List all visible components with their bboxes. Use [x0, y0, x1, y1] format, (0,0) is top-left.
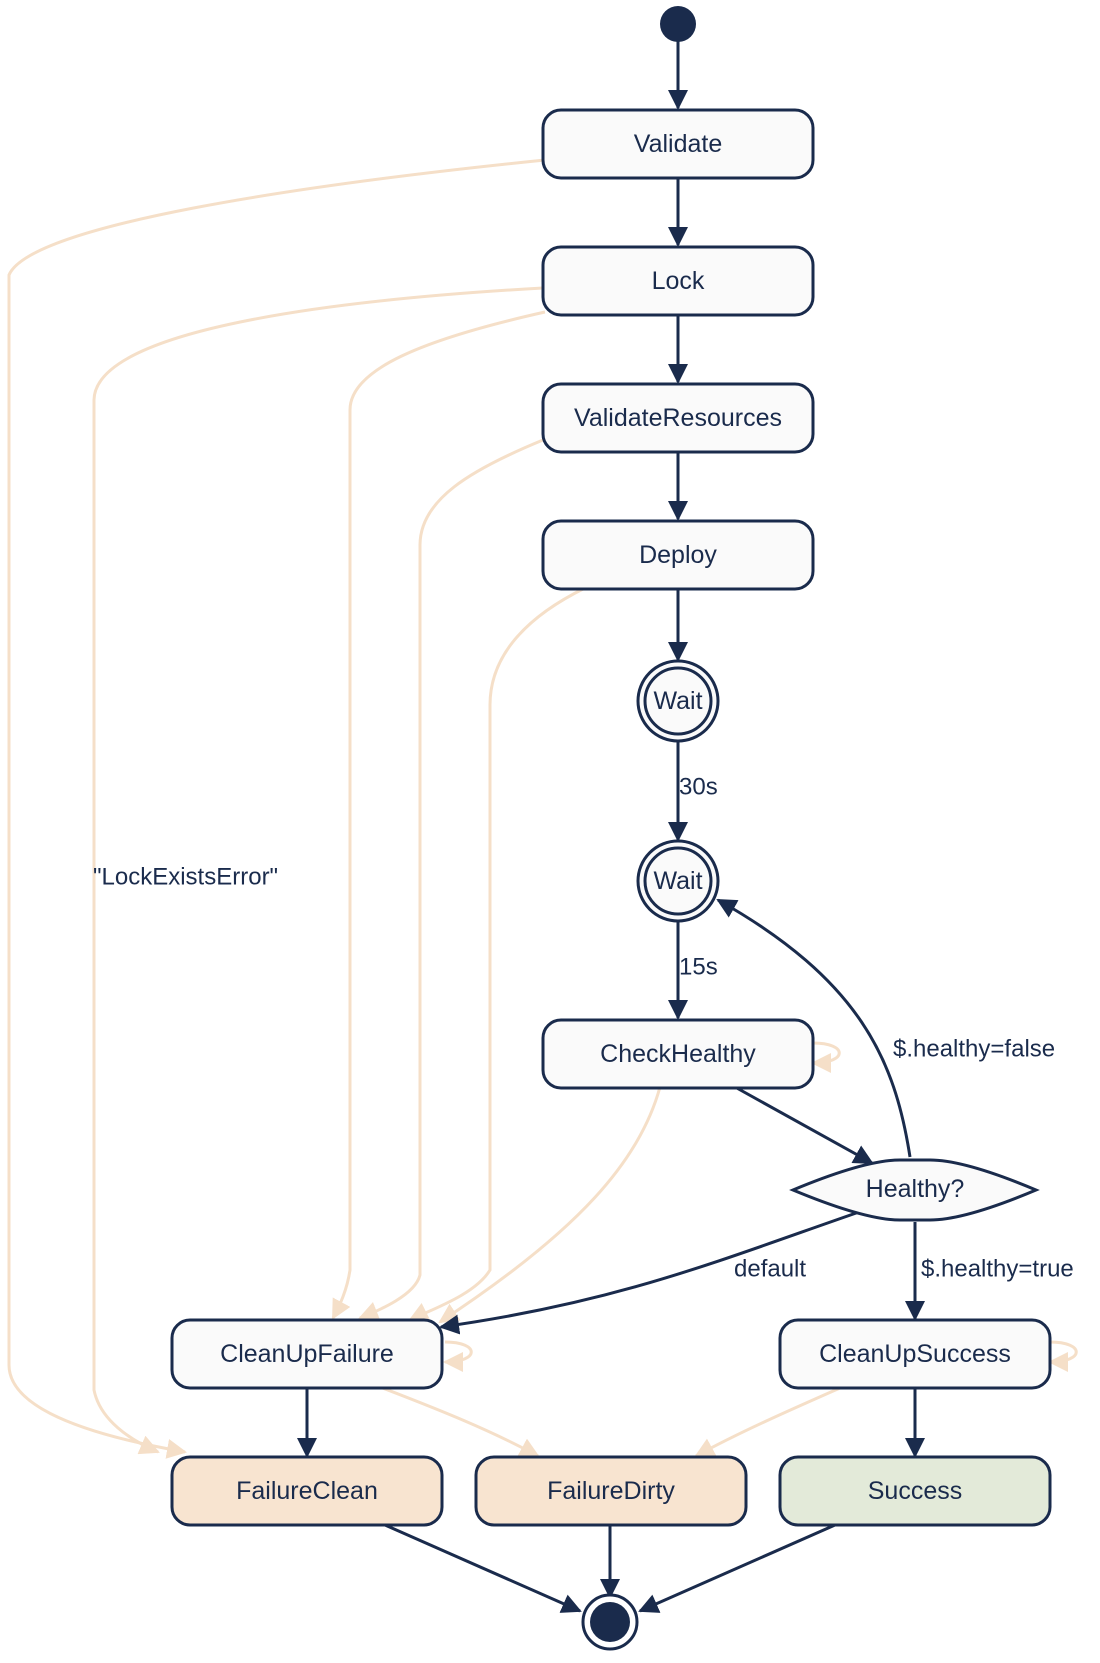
state-failure-clean-label: FailureClean — [236, 1477, 378, 1505]
edge-labels: 30s 15s $.healthy=false $.healthy=true d… — [93, 774, 1074, 1283]
edge-clean-up-failure-self-loop — [443, 1340, 473, 1372]
edge-label-30s: 30s — [679, 774, 718, 801]
choice-healthy: Healthy? — [789, 1158, 1040, 1222]
state-success: Success — [778, 1455, 1052, 1527]
edge-label-lock-exists-error: "LockExistsError" — [93, 864, 278, 891]
edge-check-healthy-to-clean-up-failure — [438, 1086, 662, 1324]
state-validate-label: Validate — [634, 130, 723, 158]
state-clean-up-failure: CleanUpFailure — [170, 1318, 444, 1390]
state-lock-label: Lock — [652, 267, 705, 295]
state-wait-2-label: Wait — [653, 867, 702, 895]
state-lock: Lock — [541, 245, 815, 317]
edge-lock-to-clean-up-failure — [331, 310, 546, 1320]
edge-label-15s: 15s — [679, 954, 718, 981]
state-success-label: Success — [868, 1477, 962, 1505]
edge-validate-to-failure-clean — [7, 158, 546, 1459]
state-failure-clean: FailureClean — [170, 1455, 444, 1527]
state-clean-up-success-label: CleanUpSuccess — [819, 1340, 1011, 1368]
edge-failure-clean-to-end — [384, 1523, 582, 1613]
state-check-healthy: CheckHealthy — [541, 1018, 815, 1090]
edge-healthy-to-wait-2 — [716, 898, 912, 1158]
edge-clean-up-failure-to-failure-dirty — [379, 1385, 540, 1458]
edge-healthy-default-to-clean-up-failure — [439, 1209, 863, 1335]
state-deploy-label: Deploy — [639, 541, 717, 569]
state-validate-resources: ValidateResources — [541, 382, 815, 454]
start-node — [660, 6, 696, 42]
state-wait-1: Wait — [636, 659, 720, 743]
edge-lock-to-failure-clean — [92, 286, 544, 1455]
nodes: Validate Lock ValidateResources Deploy W… — [170, 6, 1052, 1651]
state-failure-dirty-label: FailureDirty — [547, 1477, 675, 1505]
state-validate: Validate — [541, 108, 815, 180]
edge-success-to-end — [638, 1523, 836, 1613]
state-wait-1-label: Wait — [653, 687, 702, 715]
edge-deploy-to-clean-up-failure — [408, 586, 586, 1322]
edge-check-healthy-self-loop — [811, 1041, 841, 1073]
edge-check-healthy-to-healthy-choice — [734, 1085, 874, 1165]
main-edges — [297, 40, 925, 1613]
state-clean-up-failure-label: CleanUpFailure — [220, 1340, 394, 1368]
state-check-healthy-label: CheckHealthy — [600, 1040, 756, 1068]
edge-label-default: default — [734, 1256, 806, 1283]
edge-label-healthy-true: $.healthy=true — [921, 1256, 1074, 1283]
edge-validate-resources-to-clean-up-failure — [358, 438, 544, 1321]
choice-healthy-label: Healthy? — [866, 1175, 965, 1203]
state-failure-dirty: FailureDirty — [474, 1455, 748, 1527]
edge-clean-up-success-self-loop — [1048, 1340, 1078, 1372]
state-deploy: Deploy — [541, 519, 815, 591]
error-edges — [7, 158, 1078, 1459]
end-node — [581, 1593, 639, 1651]
edge-label-healthy-false: $.healthy=false — [893, 1036, 1055, 1063]
state-wait-2: Wait — [636, 839, 720, 923]
edge-clean-up-success-to-failure-dirty — [694, 1386, 841, 1458]
state-validate-resources-label: ValidateResources — [574, 404, 782, 432]
state-clean-up-success: CleanUpSuccess — [778, 1318, 1052, 1390]
